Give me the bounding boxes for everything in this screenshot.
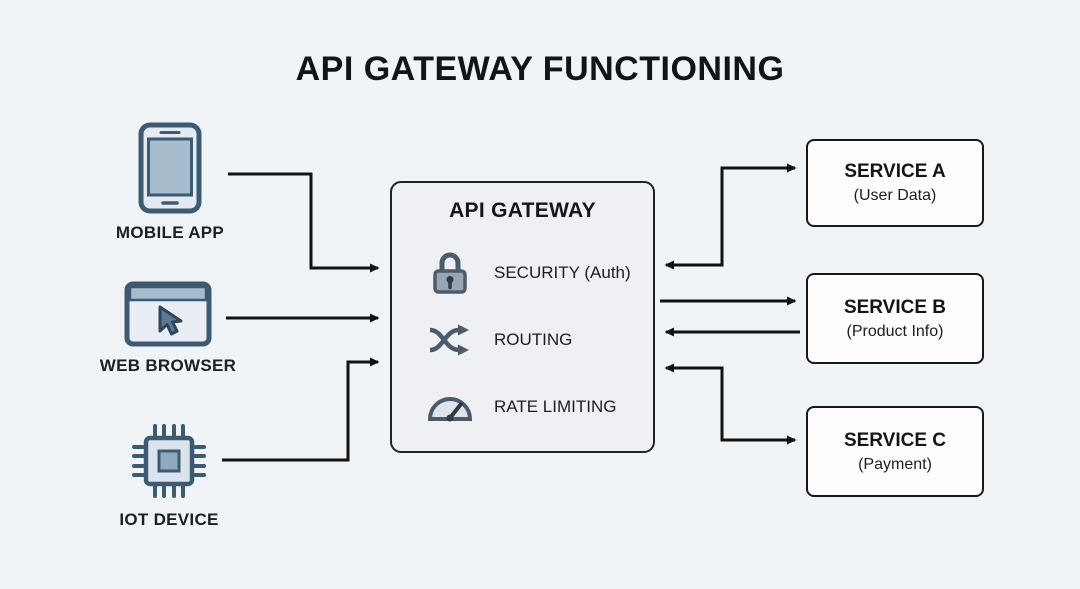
arrow-gateway-service-a [664,163,797,270]
feature-rate-limiting: RATE LIMITING [392,373,653,440]
client-label-mobile-app: MOBILE APP [115,223,225,242]
gateway-title: API GATEWAY [449,199,596,222]
service-c-name: SERVICE C [843,429,947,451]
service-a-detail: (User Data) [853,187,937,204]
gateway-feature-list: SECURITY (Auth) ROUTING [392,239,653,440]
service-b-detail: (Product Info) [846,322,944,340]
shuffle-icon [426,321,474,359]
client-iot-device: IOT DEVICE [90,421,248,530]
lock-icon [426,250,474,296]
service-c-box: SERVICE C (Payment) [806,406,984,497]
service-b-name: SERVICE B [843,296,947,318]
client-web-browser: WEB BROWSER [88,281,248,376]
feature-label-security: SECURITY (Auth) [494,262,631,282]
service-a-box: SERVICE A (User Data) [806,139,984,227]
feature-label-rate-limiting: RATE LIMITING [494,396,617,416]
api-gateway-box: API GATEWAY SECURITY (Auth) [390,181,655,453]
feature-label-routing: ROUTING [494,329,573,349]
service-a-name: SERVICE A [844,161,946,182]
feature-routing: ROUTING [392,306,653,373]
client-label-iot-device: IOT DEVICE [119,510,219,529]
arrow-gateway-service-c [664,363,797,445]
gauge-icon [426,391,474,423]
browser-icon [124,281,212,347]
arrow-mobile-to-gateway [228,172,380,273]
smartphone-icon [138,122,202,214]
service-b-box: SERVICE B (Product Info) [806,273,984,364]
chip-icon [132,424,206,498]
client-label-web-browser: WEB BROWSER [99,356,237,375]
feature-security: SECURITY (Auth) [392,239,653,306]
client-mobile-app: MOBILE APP [95,122,245,243]
service-c-detail: (Payment) [858,455,932,473]
diagram-title: API GATEWAY FUNCTIONING [295,50,785,88]
